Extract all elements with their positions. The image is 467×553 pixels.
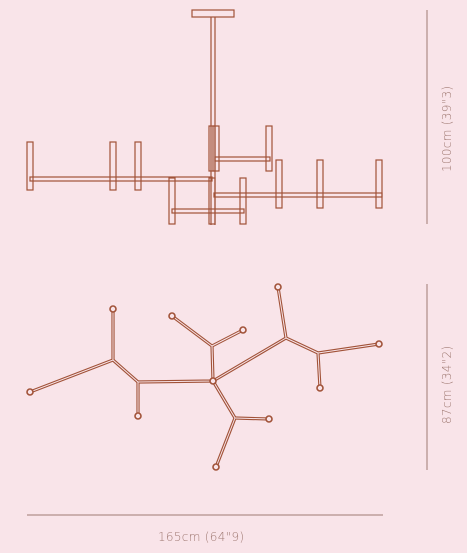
light-heads [26,283,383,471]
light-tubes [26,125,383,225]
spine [28,336,381,394]
plan-view [28,285,381,469]
branch [170,314,215,383]
light-tube [212,125,220,172]
light-tube [208,177,216,225]
light-tube [316,159,324,209]
light-head [134,412,142,420]
ceiling-canopy [191,9,235,18]
light-head [26,388,34,396]
light-head [212,463,220,471]
light-tube [109,141,117,191]
height-dimension-label: 100cm (39"3) [440,85,454,172]
light-tube [208,125,216,172]
light-tube [239,177,247,225]
light-head [168,312,176,320]
branch [211,379,237,469]
arm-left [29,176,213,182]
light-tube [134,141,142,191]
light-tube [26,141,34,191]
light-head [274,283,282,291]
depth-dimension-label: 87cm (34"2) [440,345,454,424]
light-tube [375,159,383,209]
plan-view-inner [29,286,380,468]
light-head [375,340,383,348]
arm-right [213,192,383,198]
light-head [316,384,324,392]
light-head [109,305,117,313]
dimension-lines [27,10,428,516]
light-tube [265,125,273,172]
light-tube [168,177,176,225]
light-head [239,326,247,334]
light-head [265,415,273,423]
light-tube [275,159,283,209]
elevation-view [26,9,383,225]
arm-upper [214,156,271,162]
arm-lower [171,208,245,214]
width-dimension-label: 165cm (64"9) [158,530,245,544]
light-head [209,377,217,385]
